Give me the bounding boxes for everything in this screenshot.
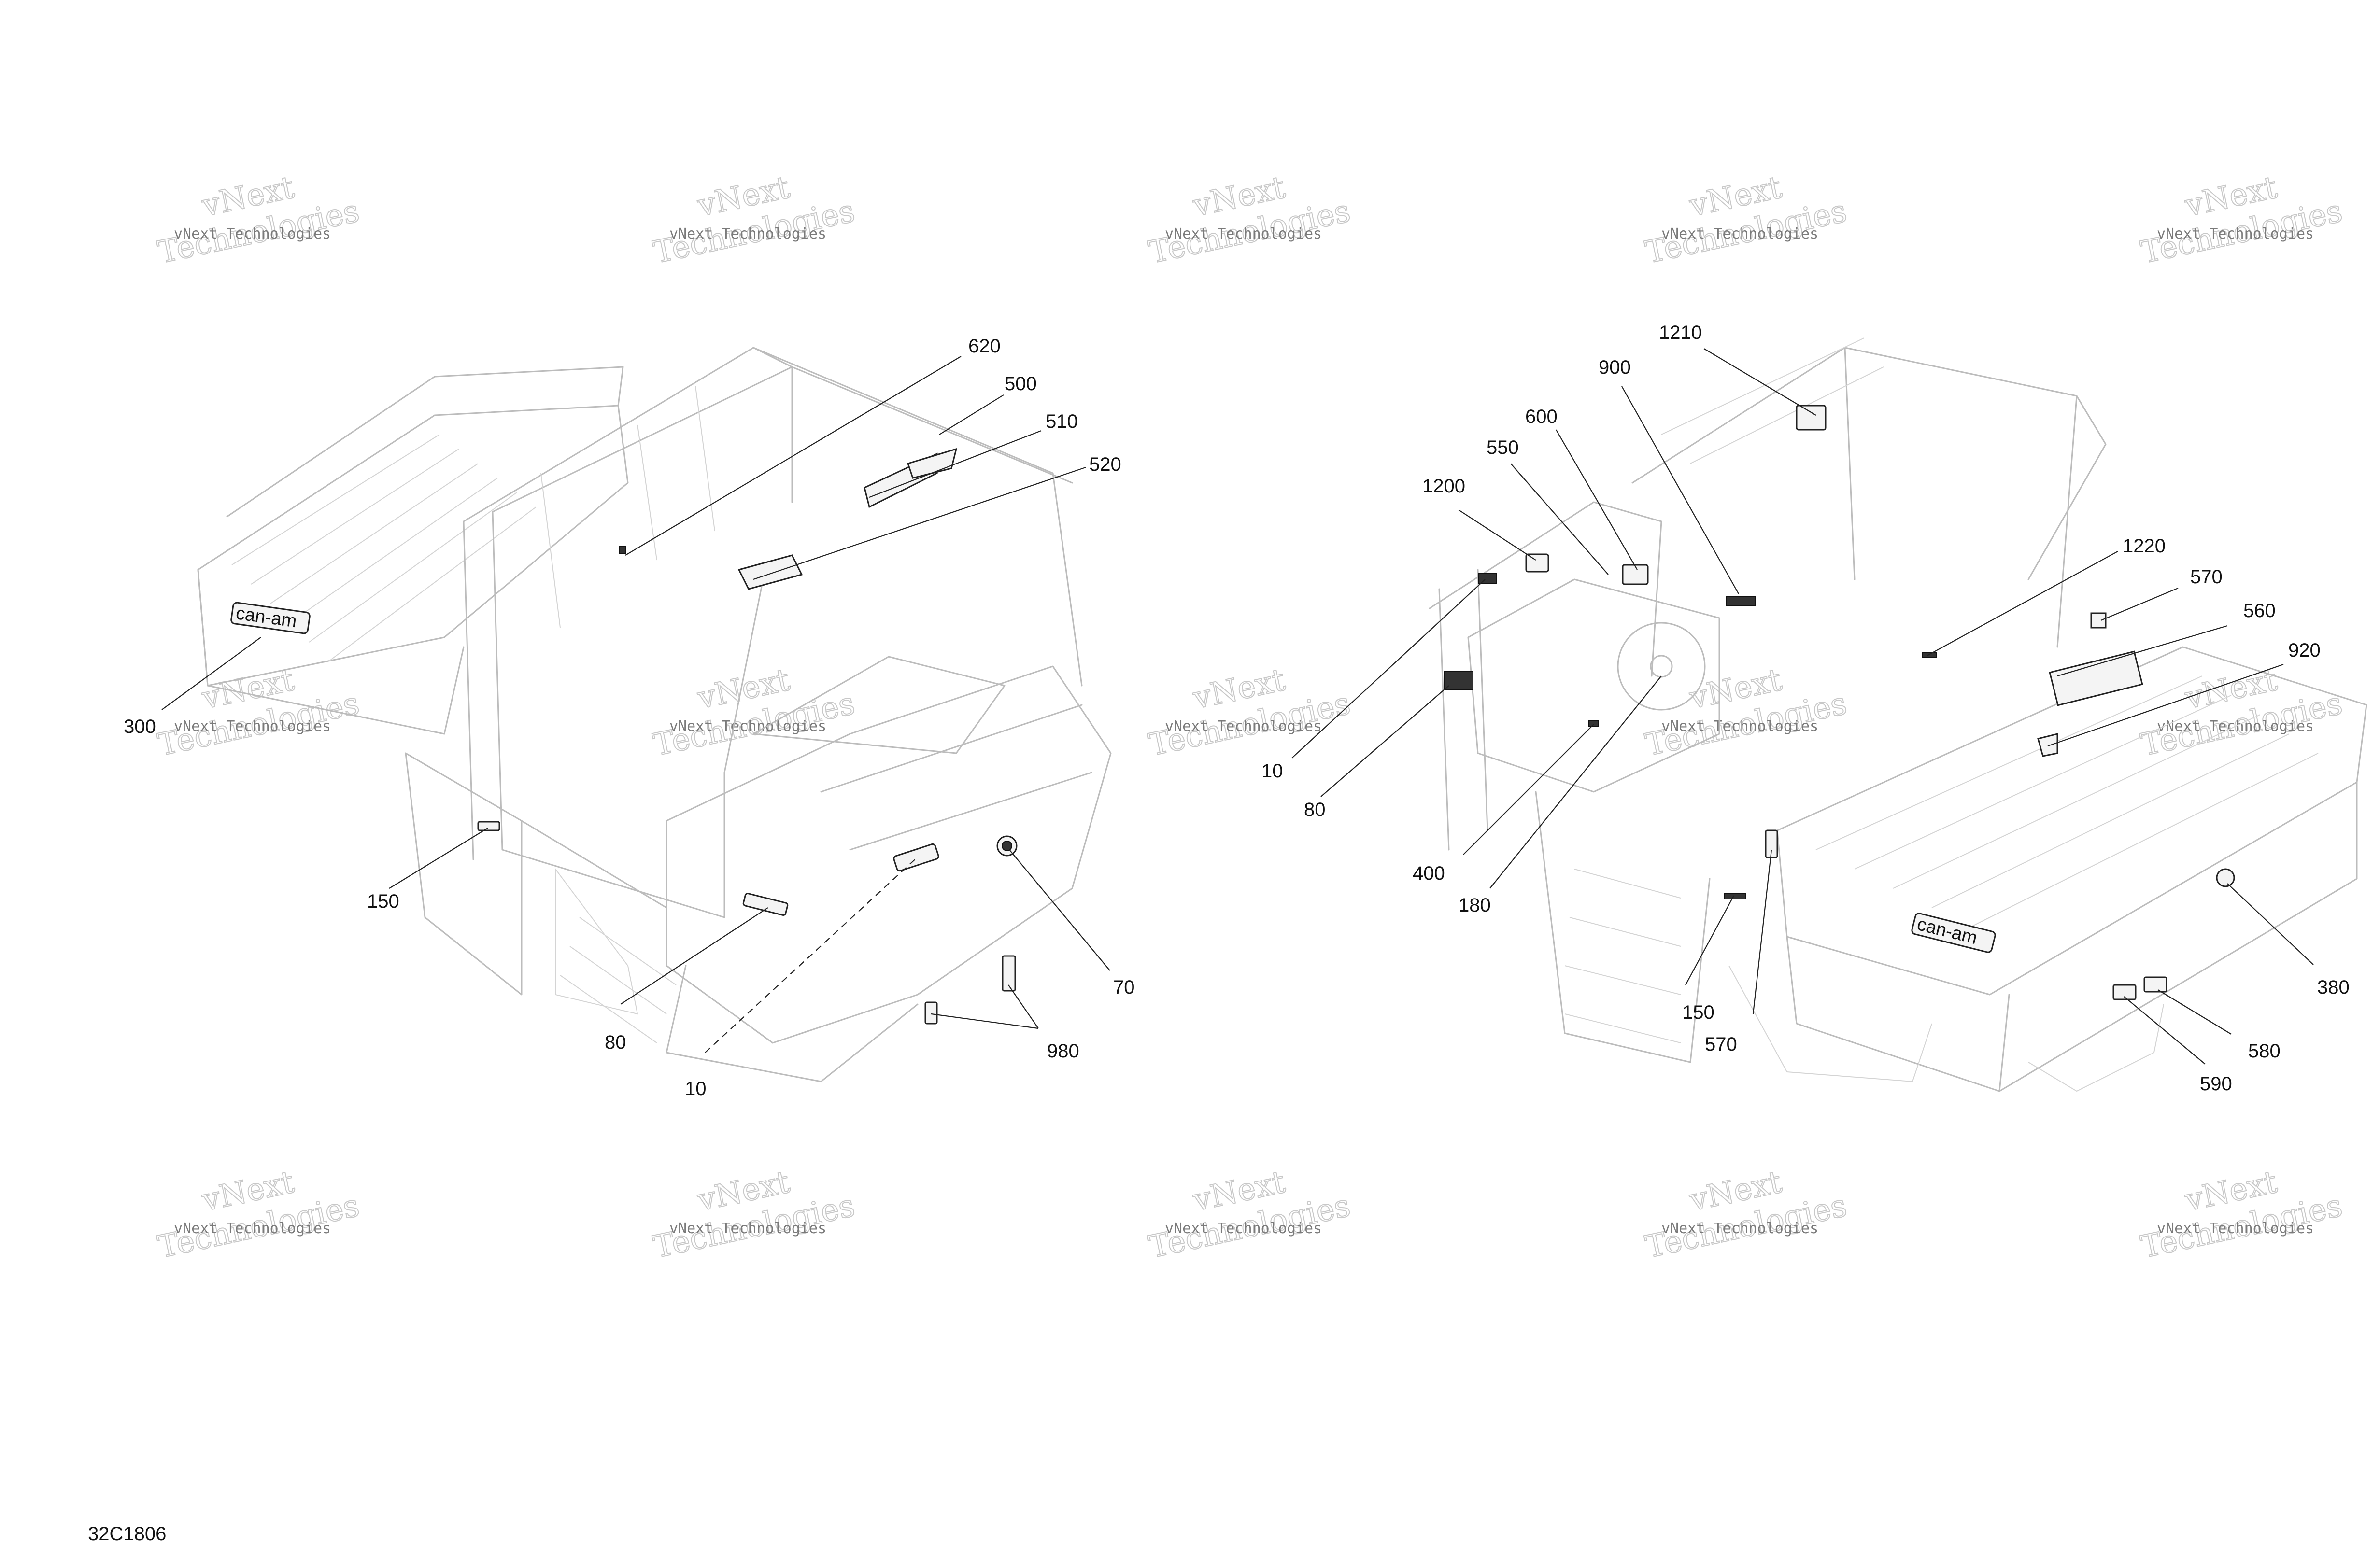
callout-150-right: 150 — [1682, 1002, 1714, 1023]
callout-570-top: 570 — [2190, 566, 2223, 588]
watermark-text: vNext Technologies — [2157, 225, 2314, 242]
callout-980: 980 — [1047, 1040, 1079, 1062]
watermark-text: vNext Technologies — [1661, 718, 1818, 735]
right-callouts: 1210 900 600 550 1200 1220 570 560 920 1… — [1261, 322, 2350, 1095]
callout-510: 510 — [1046, 411, 1078, 432]
right-vehicle-illustration: can-am — [1429, 337, 2367, 1092]
brand-decal-text: can-am — [235, 603, 298, 632]
callout-150: 150 — [367, 891, 399, 912]
watermark-text: vNext Technologies — [1165, 718, 1322, 735]
watermark-text: vNext Technologies — [1165, 1220, 1322, 1237]
callout-590: 590 — [2200, 1073, 2232, 1095]
left-vehicle-illustration: can-am — [197, 347, 1112, 1082]
callout-80: 80 — [605, 1032, 626, 1053]
callout-920: 920 — [2288, 640, 2321, 661]
callout-550: 550 — [1487, 437, 1519, 458]
leader-lines — [161, 348, 2314, 1065]
left-callouts: 620 500 510 520 300 150 80 10 70 980 — [124, 336, 1135, 1099]
callout-380: 380 — [2317, 977, 2350, 998]
watermark-text: vNext Technologies — [669, 718, 826, 735]
watermark-text: vNext Technologies — [1165, 225, 1322, 242]
callout-80-right: 80 — [1304, 799, 1326, 820]
callout-1210: 1210 — [1659, 322, 1702, 343]
watermark-text: vNext Technologies — [669, 1220, 826, 1237]
callout-1200: 1200 — [1422, 476, 1465, 497]
watermark-text: vNext Technologies — [174, 1220, 331, 1237]
callout-1220: 1220 — [2123, 535, 2166, 557]
brand-decal-text-rear: can-am — [1915, 914, 1979, 948]
callout-580: 580 — [2248, 1040, 2281, 1062]
callout-620: 620 — [968, 336, 1001, 357]
callout-520: 520 — [1089, 454, 1121, 475]
callout-500: 500 — [1005, 373, 1037, 394]
callout-10-right: 10 — [1261, 760, 1283, 782]
callout-570-bottom: 570 — [1705, 1034, 1737, 1055]
callout-70: 70 — [1113, 977, 1135, 998]
watermark-text: vNext Technologies — [174, 718, 331, 735]
watermark-text: vNext Technologies — [2157, 1220, 2314, 1237]
figure-reference-code: 32C1806 — [88, 1523, 166, 1545]
callout-900: 900 — [1599, 357, 1631, 378]
watermark-text: vNext Technologies — [669, 225, 826, 242]
callout-560: 560 — [2243, 600, 2276, 621]
watermark-text: vNext Technologies — [1661, 1220, 1818, 1237]
callout-10: 10 — [685, 1078, 707, 1099]
callout-300: 300 — [124, 716, 156, 737]
callout-400: 400 — [1413, 863, 1445, 884]
watermark-text: vNext Technologies — [1661, 225, 1818, 242]
watermark-text: vNext Technologies — [174, 225, 331, 242]
callout-600: 600 — [1525, 406, 1558, 427]
callout-180: 180 — [1459, 895, 1491, 916]
